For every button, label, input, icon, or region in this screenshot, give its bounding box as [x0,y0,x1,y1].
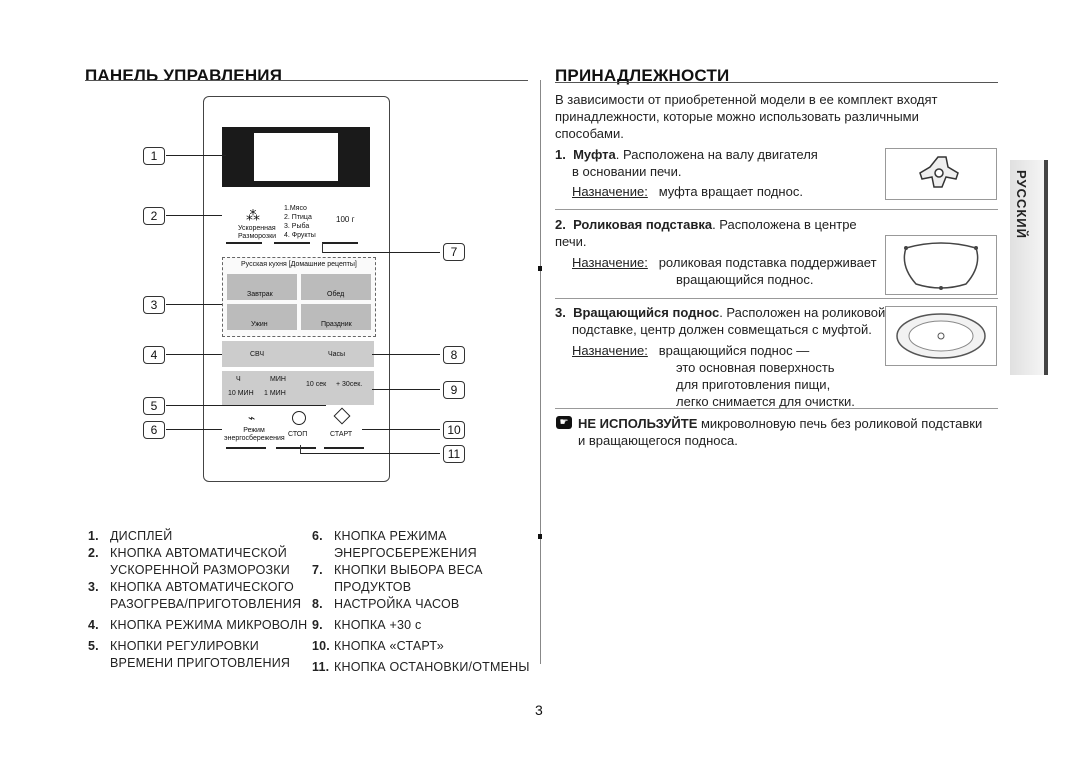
language-tab [1010,160,1048,375]
one-min-button[interactable]: 1 МИН [264,390,286,397]
accessory-coupler: 1. Муфта. Расположена на валу двигателя … [555,147,818,199]
legend-row: 6.КНОПКА РЕЖИМА [312,529,447,543]
accessory-turntable: 3. Вращающийся поднос. Расположен на рол… [555,305,886,409]
eco-icon: ⌁ [248,411,256,425]
callout-3: 3 [143,296,165,314]
clock-button[interactable]: Часы [328,351,346,358]
callout-11: 11 [443,445,465,463]
intro-paragraph: В зависимости от приобретенной модели в … [555,92,938,141]
start-button[interactable]: СТАРТ [330,431,353,438]
section-title-control-panel: ПАНЕЛЬ УПРАВЛЕНИЯ [85,66,283,85]
legend-row: 10.КНОПКА «СТАРТ» [312,639,444,653]
start-icon [333,407,351,425]
legend-row: РАЗОГРЕВА/ПРИГОТОВЛЕНИЯ [110,597,302,611]
holiday-button[interactable]: Праздник [301,304,371,330]
time-area: Ч МИН 10 сек + 30сек. 10 МИН 1 МИН [222,371,374,405]
ten-min-button[interactable]: 10 МИН [228,390,254,397]
legend-row: 11.КНОПКА ОСТАНОВКИ/ОТМЕНЫ [312,660,530,674]
coupler-image [885,148,997,200]
column-divider [540,80,541,664]
breakfast-button[interactable]: Завтрак [227,274,297,300]
callout-8: 8 [443,346,465,364]
snowflake-icon: ⁂ [246,207,260,223]
legend-row: 8.НАСТРОЙКА ЧАСОВ [312,597,460,611]
callout-9: 9 [443,381,465,399]
stop-button[interactable]: СТОП [288,431,308,438]
section-title-accessories: ПРИНАДЛЕЖНОСТИ [555,66,730,85]
legend-row: ЭНЕРГОСБЕРЕЖЕНИЯ [334,546,477,560]
callout-4: 4 [143,346,165,364]
page-number: 3 [535,702,543,718]
plus30-button[interactable]: + 30сек. [336,381,363,388]
warning-hand-icon: ☛ [556,416,572,429]
accessory-roller-ring: 2. Роликовая подставка. Расположена в це… [555,217,877,287]
callout-7: 7 [443,243,465,261]
legend-row: 2.КНОПКА АВТОМАТИЧЕСКОЙ [88,546,287,560]
legend-col-2: 6.КНОПКА РЕЖИМА ЭНЕРГОСБЕРЕЖЕНИЯ 7.КНОПК… [312,528,537,676]
defrost-item: 2. Птица [284,214,312,221]
defrost-item: 4. Фрукты [284,232,316,239]
control-panel-illustration: ⁂ Ускоренная Разморозки 1.Мясо 2. Птица … [203,96,390,482]
callout-6: 6 [143,421,165,439]
language-tab-label: РУССКИЙ [1014,170,1029,239]
mw-clock-area: СВЧ Часы [222,341,374,367]
legend-row: 4.КНОПКА РЕЖИМА МИКРОВОЛН [88,618,308,632]
display-screen [222,127,370,187]
legend-row: 7.КНОПКИ ВЫБОРА ВЕСА [312,563,483,577]
stop-icon [292,411,306,425]
defrost-button-label: Ускоренная Разморозки [238,225,277,240]
ten-sec-button[interactable]: 10 сек [306,381,327,388]
microwave-button[interactable]: СВЧ [250,351,265,358]
turntable-image [885,306,997,366]
callout-2: 2 [143,207,165,225]
recipes-header: Русская кухня [Домашние рецепты] [241,261,357,268]
lunch-button[interactable]: Обед [301,274,371,300]
roller-ring-image [885,235,997,295]
legend-col-1: 1.ДИСПЛЕЙ 2.КНОПКА АВТОМАТИЧЕСКОЙ УСКОРЕ… [88,528,308,672]
legend-row: 3.КНОПКА АВТОМАТИЧЕСКОГО [88,580,294,594]
legend-row: 5.КНОПКИ РЕГУЛИРОВКИ [88,639,259,653]
legend-row: ПРОДУКТОВ [334,580,412,594]
legend-row: ВРЕМЕНИ ПРИГОТОВЛЕНИЯ [110,656,291,670]
title-rule [85,80,528,81]
legend-row: 9.КНОПКА +30 с [312,618,422,632]
weight-label: 100 г [336,215,355,224]
callout-1: 1 [143,147,165,165]
legend-row: УСКОРЕННОЙ РАЗМОРОЗКИ [110,563,290,577]
defrost-item: 1.Мясо [284,205,307,212]
recipes-area: Русская кухня [Домашние рецепты] Завтрак… [222,257,376,337]
legend-row: 1.ДИСПЛЕЙ [88,529,173,543]
callout-5: 5 [143,397,165,415]
callout-10: 10 [443,421,465,439]
title-rule [555,82,998,83]
eco-button-label[interactable]: Режим энергосбережения [224,427,285,442]
warning-text: НЕ ИСПОЛЬЗУЙТЕ микроволновую печь без ро… [578,416,983,448]
defrost-item: 3. Рыба [284,223,310,230]
dinner-button[interactable]: Ужин [227,304,297,330]
